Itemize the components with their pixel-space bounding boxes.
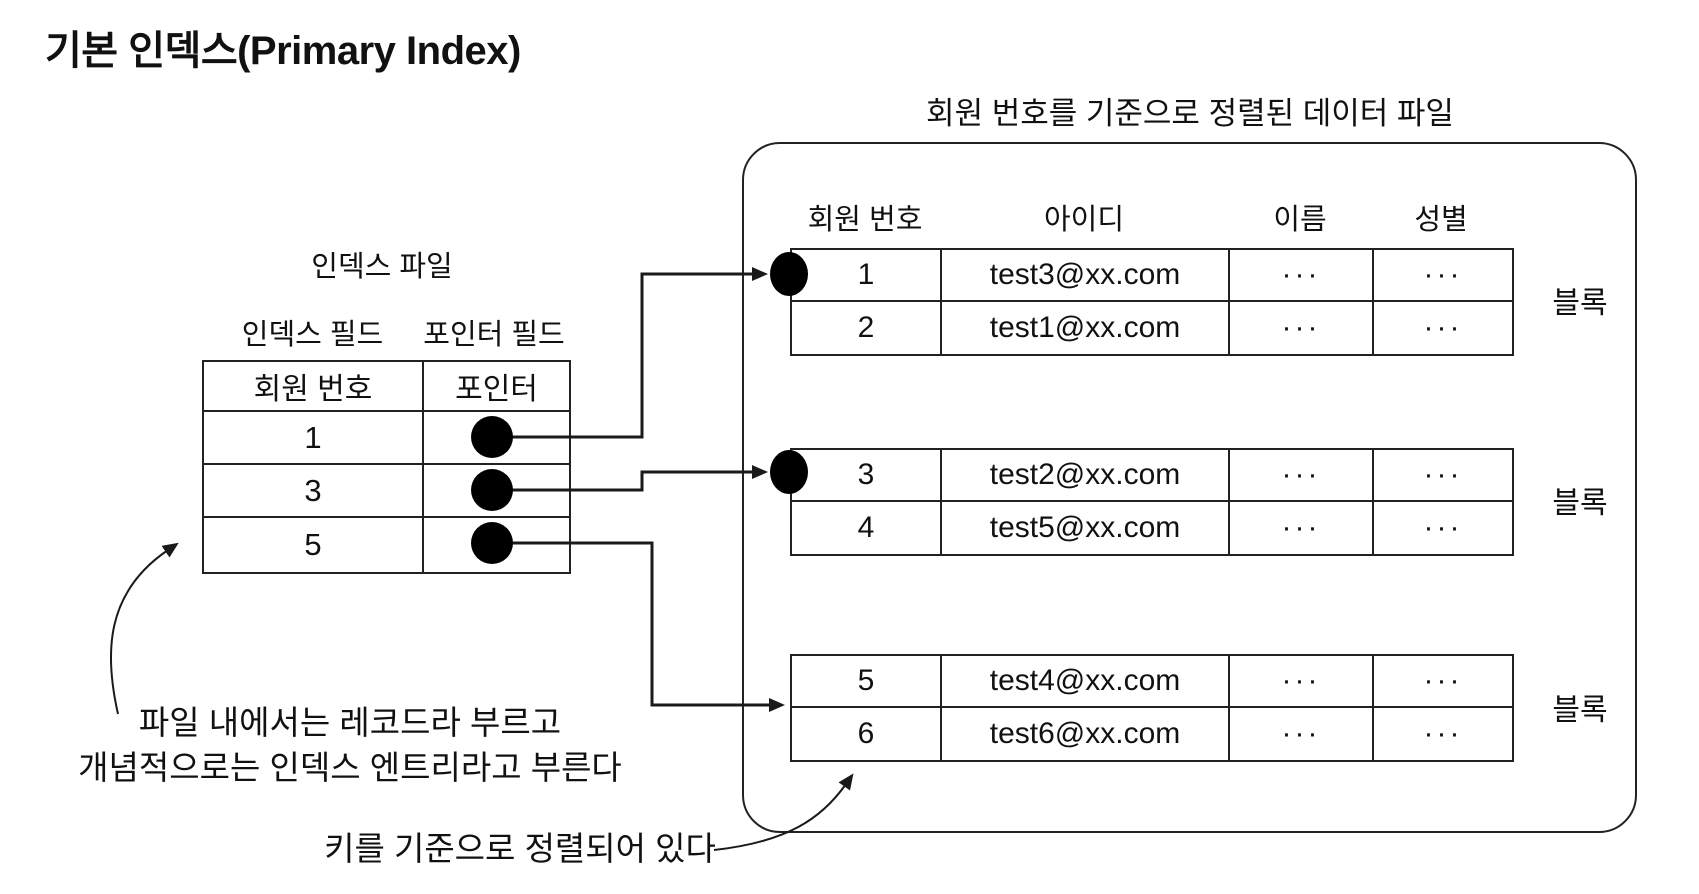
data-file-caption: 회원 번호를 기준으로 정렬된 데이터 파일 — [926, 96, 1454, 131]
record-note: 파일 내에서는 레코드라 부르고 개념적으로는 인덱스 엔트리라고 부른다 — [78, 700, 622, 790]
pointer-field-label: 포인터 필드 — [423, 319, 565, 351]
cell-name: ··· — [1230, 502, 1374, 554]
index-key: 5 — [204, 518, 424, 572]
cell-name: ··· — [1230, 450, 1374, 502]
cell-name: ··· — [1230, 656, 1374, 708]
index-key: 3 — [204, 465, 424, 518]
index-field-label: 인덱스 필드 — [241, 319, 384, 351]
block-label-3: 블록 — [1552, 694, 1608, 727]
cell-member-no: 6 — [792, 708, 942, 760]
cell-gender: ··· — [1423, 311, 1463, 344]
cell-id: test6@xx.com — [942, 708, 1230, 760]
column-header-name: 이름 — [1273, 204, 1327, 236]
cell-id: test5@xx.com — [942, 502, 1230, 554]
record-note-line1: 파일 내에서는 레코드라 부르고 — [138, 704, 562, 741]
record-note-arrow — [109, 542, 179, 715]
cell-id: test1@xx.com — [942, 302, 1230, 354]
index-header-pointer: 포인터 — [424, 362, 569, 412]
index-pointer-cell — [424, 518, 569, 572]
block-label-2: 블록 — [1552, 487, 1608, 520]
cell-gender: ··· — [1423, 511, 1463, 544]
index-pointer-cell — [424, 412, 569, 465]
cell-member-no: 5 — [792, 656, 942, 708]
cell-member-no: 1 — [792, 250, 942, 302]
index-key: 1 — [204, 412, 424, 465]
record-note-line2: 개념적으로는 인덱스 엔트리라고 부른다 — [78, 749, 622, 786]
cell-name: ··· — [1230, 250, 1374, 302]
cell-name: ··· — [1230, 302, 1374, 354]
data-block-3: 5 test4@xx.com ··· ··· 6 test6@xx.com ··… — [790, 654, 1514, 762]
cell-member-no: 2 — [792, 302, 942, 354]
sorted-note: 키를 기준으로 정렬되어 있다 — [324, 830, 716, 867]
block-label-1: 블록 — [1552, 287, 1608, 320]
data-block-2: 3 test2@xx.com ··· ··· 4 test5@xx.com ··… — [790, 448, 1514, 556]
index-table: 회원 번호 포인터 1 3 5 — [202, 360, 571, 574]
data-block-1: 1 test3@xx.com ··· ··· 2 test1@xx.com ··… — [790, 248, 1514, 356]
cell-name: ··· — [1230, 708, 1374, 760]
cell-gender: ··· — [1423, 717, 1463, 750]
cell-member-no: 3 — [792, 450, 942, 502]
cell-gender: ··· — [1374, 250, 1512, 302]
column-header-gender: 성별 — [1414, 204, 1468, 236]
column-header-member-no: 회원 번호 — [807, 204, 923, 236]
cell-gender: ··· — [1374, 656, 1512, 708]
cell-member-no: 4 — [792, 502, 942, 554]
cell-id: test4@xx.com — [942, 656, 1230, 708]
column-header-id: 아이디 — [1043, 204, 1125, 236]
cell-gender: ··· — [1374, 450, 1512, 502]
index-header-key: 회원 번호 — [204, 362, 424, 412]
cell-id: test3@xx.com — [942, 250, 1230, 302]
page-title: 기본 인덱스(Primary Index) — [45, 29, 521, 73]
index-pointer-cell — [424, 465, 569, 518]
index-file-caption: 인덱스 파일 — [311, 251, 453, 283]
cell-id: test2@xx.com — [942, 450, 1230, 502]
